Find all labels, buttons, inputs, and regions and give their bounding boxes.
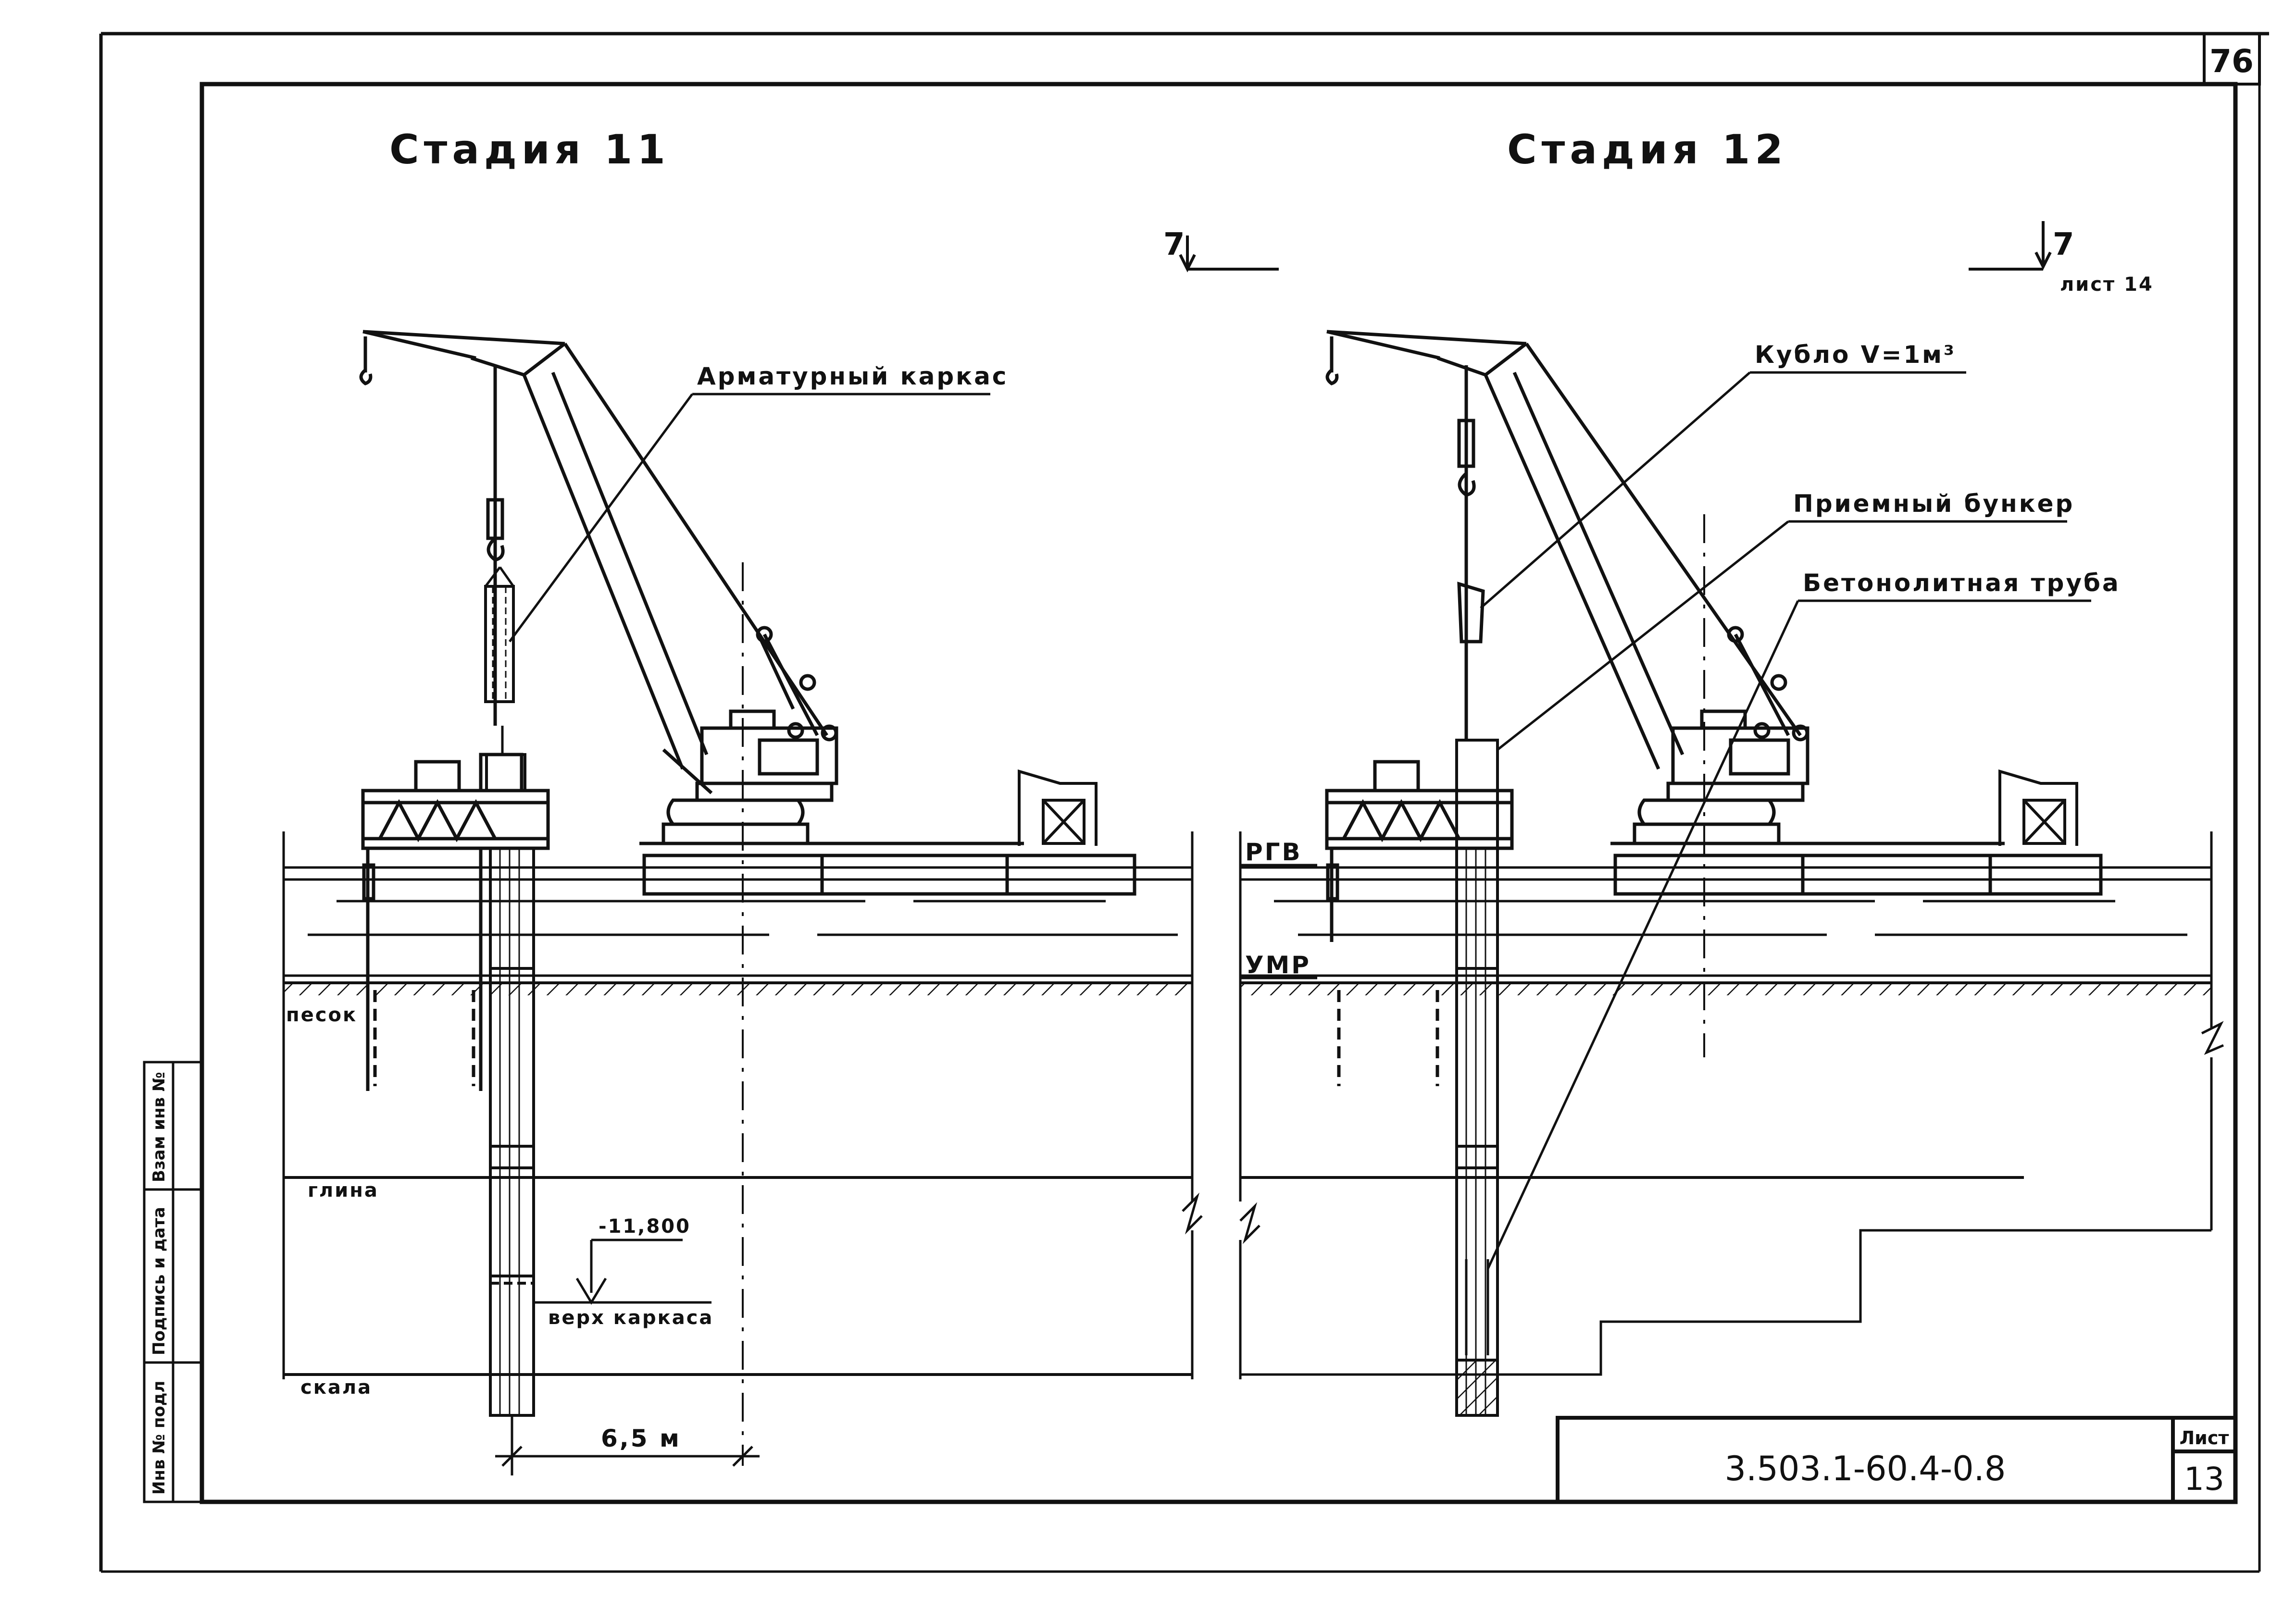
stage-11-break-mark [1182, 1192, 1203, 1235]
stage-12-hopper-leader [1497, 520, 1789, 751]
stage-12-title: Стадия 12 [1507, 126, 1788, 173]
stamp-inv-podl: Инв № подл [150, 1381, 169, 1495]
sheet-frame [99, 32, 2269, 1573]
stage-11-section-number: 7 [1163, 227, 1185, 262]
stage-12-break-mark [1239, 1202, 1260, 1244]
stage-11-label-cage: Арматурный каркас [697, 362, 1008, 390]
stage-12-casing [1455, 739, 1499, 1417]
stage-12-platform [1325, 760, 1514, 1086]
stage-12-bucket [1457, 582, 1485, 644]
stage-12-bucket-leader [1480, 372, 1751, 609]
stage-12-label-umr: УМР [1245, 951, 1311, 979]
stage-11-cage-leader [508, 393, 694, 643]
stamp-podpis-data: Подпись и дата [150, 1207, 169, 1355]
stage-12-pipe-leader [1486, 600, 1799, 1270]
stage-11-crane [359, 330, 1136, 896]
stage-12-concrete-plug [1455, 1359, 1499, 1417]
stage-11-label-rock: скала [300, 1376, 372, 1399]
stage-11-platform [361, 753, 550, 1091]
sheet-number-box [2203, 32, 2261, 86]
stamp-vzam-inv: Взам инв № [150, 1072, 169, 1182]
sheet-number: 76 [2209, 43, 2254, 80]
stage-12-label-pipe: Бетонолитная труба [1803, 569, 2121, 597]
title-block-sheet-value: 13 [2184, 1461, 2224, 1498]
stage-11-section-mark [1179, 235, 1279, 273]
stage-11-seabed-hatch [284, 983, 1192, 995]
title-block-code: 3.503.1-60.4-0.8 [1725, 1449, 2006, 1488]
stage-12-deckhouse [1998, 769, 2078, 846]
stage-12-section-mark [1969, 221, 2052, 271]
stage-12-crane [1325, 330, 2103, 896]
stage-12-seabed-hatch [1240, 983, 2211, 995]
stage-11-deckhouse [1018, 769, 1098, 846]
stage-11-rebar-cage [484, 566, 515, 703]
stage-11-label-clay: глина [308, 1179, 379, 1202]
title-block-sheet-label: Лист [2180, 1427, 2229, 1449]
stage-11-label-sand: песок [286, 1004, 357, 1026]
stage-12-label-rgv: РГВ [1245, 838, 1302, 866]
stage-12-section-sheet: лист 14 [2060, 273, 2154, 296]
stage-11-level-value: -11,800 [599, 1215, 691, 1238]
stage-12-section-number: 7 [2053, 227, 2074, 262]
title-block [1556, 1416, 2237, 1504]
stage-12-label-hopper: Приемный бункер [1793, 490, 2074, 518]
stage-12-label-bucket: Кубло V=1м³ [1755, 341, 1956, 369]
stage-11-dimension-text: 6,5 м [601, 1425, 681, 1452]
stage-11-water [282, 831, 1194, 1379]
stage-11-level-caption: верх каркаса [548, 1307, 713, 1329]
stage-11-casing [489, 847, 535, 1417]
stage-12-break-mark-right [2201, 1021, 2224, 1055]
stage-11-casing-top [485, 753, 526, 792]
stage-11-dimension [495, 1415, 760, 1475]
stage-12-water [1239, 831, 2213, 1379]
stage-11-level-mark [534, 1239, 711, 1305]
stage-11-title: Стадия 11 [389, 126, 670, 173]
side-stamp [143, 1061, 203, 1503]
